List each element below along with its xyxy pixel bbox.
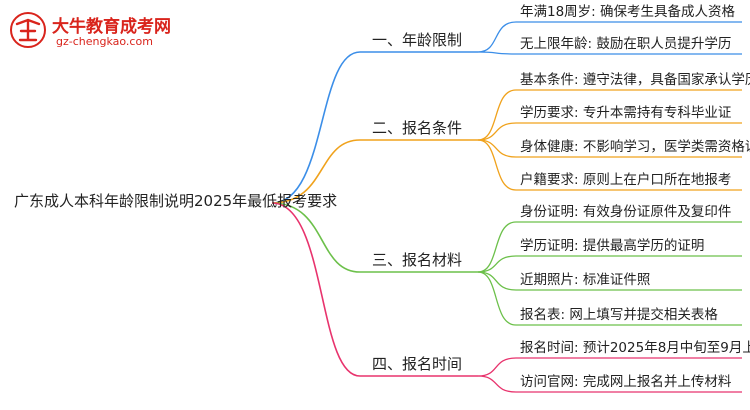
leaf-connector bbox=[477, 89, 517, 141]
logo-title: 大牛教育成考网 bbox=[52, 17, 171, 37]
branch-label: 四、报名时间 bbox=[372, 355, 462, 373]
leaf-label: 报名表: 网上填写并提交相关表格 bbox=[520, 306, 718, 323]
branch-connector bbox=[271, 202, 361, 273]
leaf-connector bbox=[477, 271, 517, 291]
logo: 大牛教育成考网 gz-chengkao.com bbox=[8, 8, 198, 52]
mindmap-edges bbox=[271, 21, 742, 393]
root-topic: 广东成人本科年龄限制说明2025年最低报考要求 bbox=[14, 192, 337, 210]
leaf-label: 基本条件: 遵守法律，具备国家承认学历 bbox=[520, 71, 750, 88]
leaf-label: 报名时间: 预计2025年8月中旬至9月上旬 bbox=[520, 340, 750, 356]
leaf-connector bbox=[477, 139, 517, 158]
leaf-connector bbox=[477, 122, 517, 141]
leaf-connector bbox=[477, 271, 517, 326]
leaf-connector bbox=[477, 139, 517, 191]
branch-connector bbox=[271, 139, 361, 204]
leaf-label: 户籍要求: 原则上在户口所在地报考 bbox=[520, 171, 731, 188]
branch-label: 三、报名材料 bbox=[372, 251, 462, 269]
leaf-connector bbox=[477, 255, 517, 273]
leaf-label: 学历要求: 专升本需持有专科毕业证 bbox=[520, 105, 731, 121]
leaf-label: 年满18周岁: 确保考生具备成人资格 bbox=[520, 3, 736, 20]
branch-connector bbox=[271, 51, 361, 204]
leaf-label: 身体健康: 不影响学习，医学类需资格证 bbox=[520, 138, 750, 155]
logo-icon bbox=[10, 12, 46, 48]
leaf-label: 无上限年龄: 鼓励在职人员提升学历 bbox=[520, 36, 731, 52]
logo-url: gz-chengkao.com bbox=[56, 35, 153, 48]
branch-label: 一、年龄限制 bbox=[372, 31, 462, 49]
leaf-connector bbox=[477, 21, 517, 53]
leaf-connector bbox=[477, 51, 517, 55]
leaf-connector bbox=[477, 221, 517, 273]
leaf-connector bbox=[477, 357, 517, 377]
leaf-label: 访问官网: 完成网上报名并上传材料 bbox=[520, 374, 732, 390]
branch-label: 二、报名条件 bbox=[372, 119, 462, 137]
leaf-connector bbox=[477, 375, 517, 393]
leaf-label: 身份证明: 有效身份证原件及复印件 bbox=[520, 203, 731, 220]
branch-connector bbox=[271, 202, 361, 377]
leaf-label: 学历证明: 提供最高学历的证明 bbox=[520, 237, 704, 254]
leaf-label: 近期照片: 标准证件照 bbox=[520, 272, 650, 288]
